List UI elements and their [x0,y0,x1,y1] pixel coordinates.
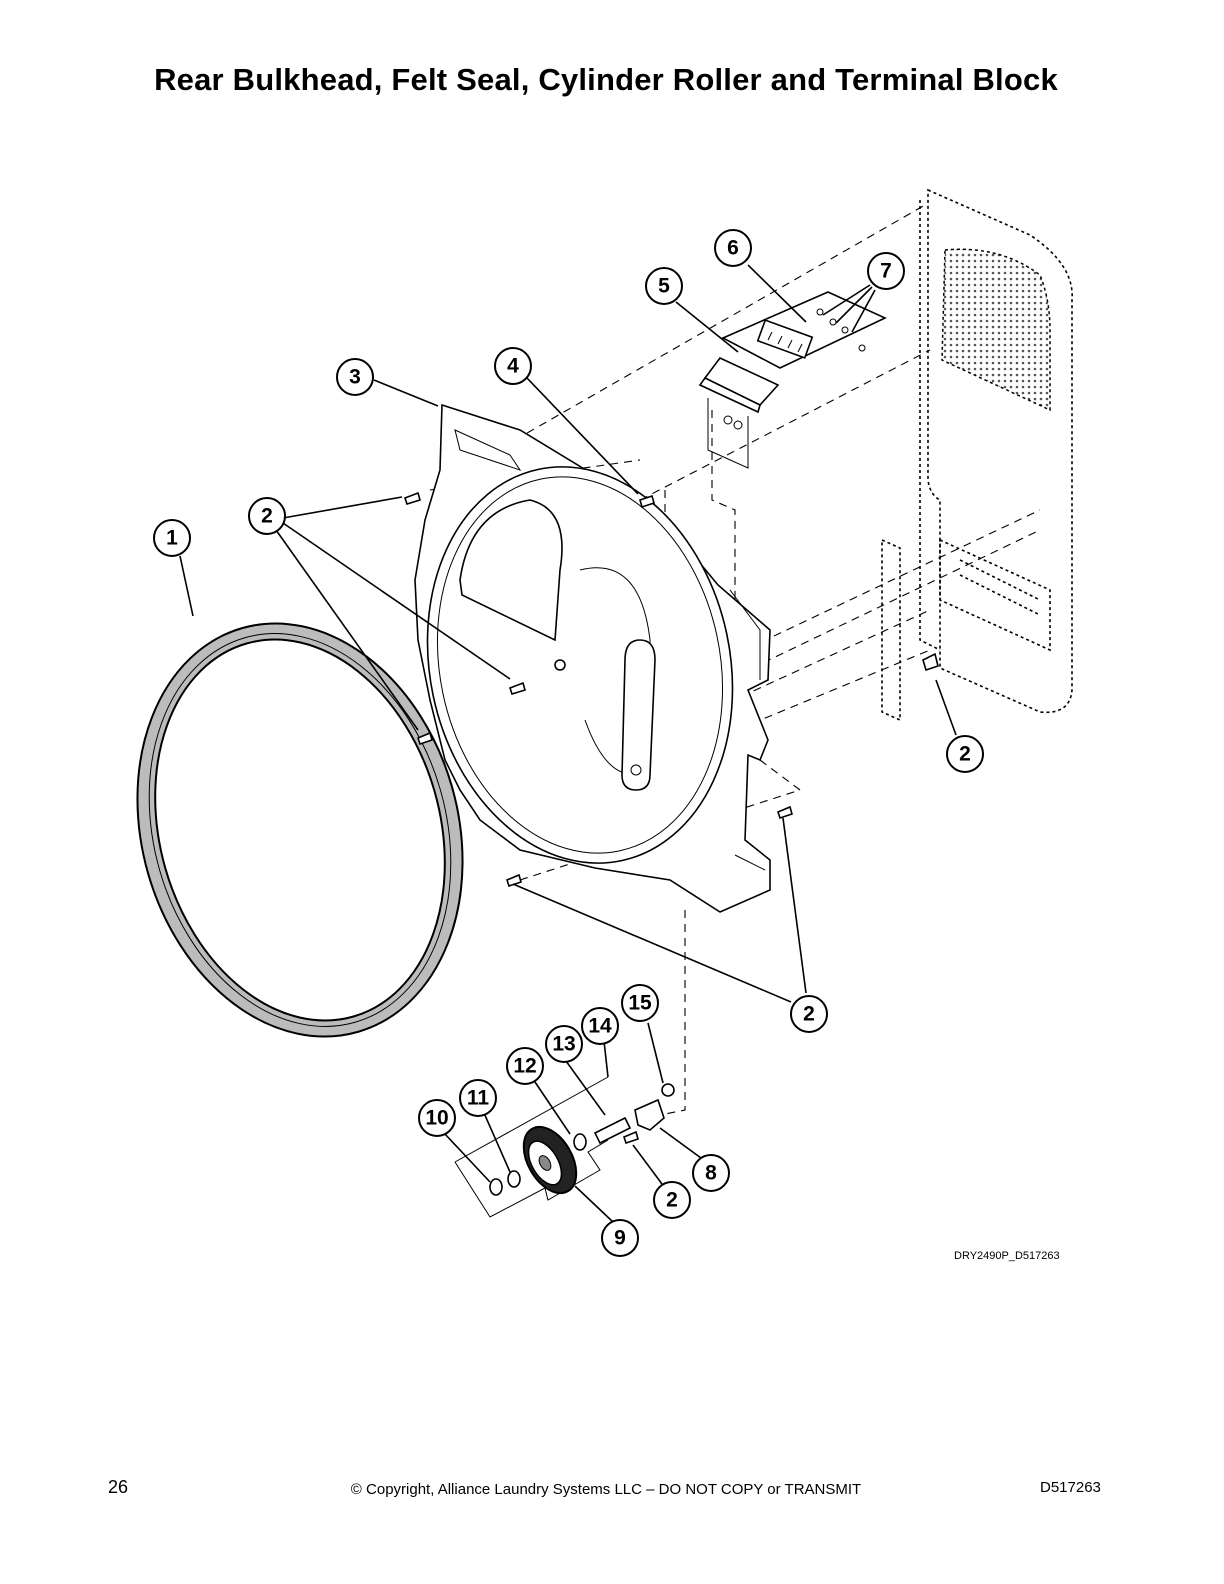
callout-2-bottom: 2 [790,995,828,1033]
callout-9: 9 [601,1219,639,1257]
document-number: D517263 [1040,1479,1101,1496]
rear-bulkhead [414,403,771,913]
terminal-block [721,291,887,369]
svg-text:11: 11 [467,1087,490,1110]
mounting-bracket [881,538,901,722]
cylinder-roller-assembly [454,1076,675,1218]
callout-7: 7 [867,252,905,290]
leader-lines [179,264,957,1223]
screws [403,491,939,1145]
svg-text:15: 15 [628,992,652,1015]
callout-15: 15 [621,984,659,1022]
callout-1: 1 [153,519,191,557]
svg-text:2: 2 [666,1189,678,1212]
callout-13: 13 [545,1025,583,1063]
callouts: 1 2 3 4 5 6 7 2 2 15 14 13 12 11 10 8 2 … [153,229,984,1257]
callout-6: 6 [714,229,752,267]
terminal-block-cover [698,357,780,469]
svg-text:3: 3 [349,366,361,389]
svg-text:8: 8 [705,1162,717,1185]
callout-4: 4 [494,347,532,385]
callout-2-roller: 2 [653,1181,691,1219]
svg-text:2: 2 [959,743,971,766]
svg-text:1: 1 [166,527,178,550]
copyright-notice: © Copyright, Alliance Laundry Systems LL… [350,1481,862,1498]
svg-text:5: 5 [658,275,670,298]
svg-text:9: 9 [614,1227,626,1250]
callout-5: 5 [645,267,683,305]
drawing-code: DRY2490P_D517263 [954,1250,1060,1262]
svg-text:4: 4 [507,355,519,378]
callout-2-right: 2 [946,735,984,773]
rear-panel [919,188,1073,714]
callout-11: 11 [459,1079,497,1117]
svg-text:2: 2 [261,505,273,528]
svg-text:2: 2 [803,1003,815,1026]
callout-8: 8 [692,1154,730,1192]
callout-10: 10 [418,1099,456,1137]
svg-text:7: 7 [880,260,892,283]
svg-text:14: 14 [588,1015,612,1038]
callout-3: 3 [336,358,374,396]
page-title: Rear Bulkhead, Felt Seal, Cylinder Rolle… [154,62,1058,97]
svg-text:6: 6 [727,237,739,260]
callout-2: 2 [248,497,286,535]
page-number: 26 [108,1477,129,1497]
svg-text:10: 10 [425,1107,448,1130]
svg-text:13: 13 [552,1033,575,1056]
svg-text:12: 12 [513,1055,536,1078]
callout-14: 14 [581,1007,619,1045]
felt-seal [136,622,464,1038]
callout-12: 12 [506,1047,544,1085]
